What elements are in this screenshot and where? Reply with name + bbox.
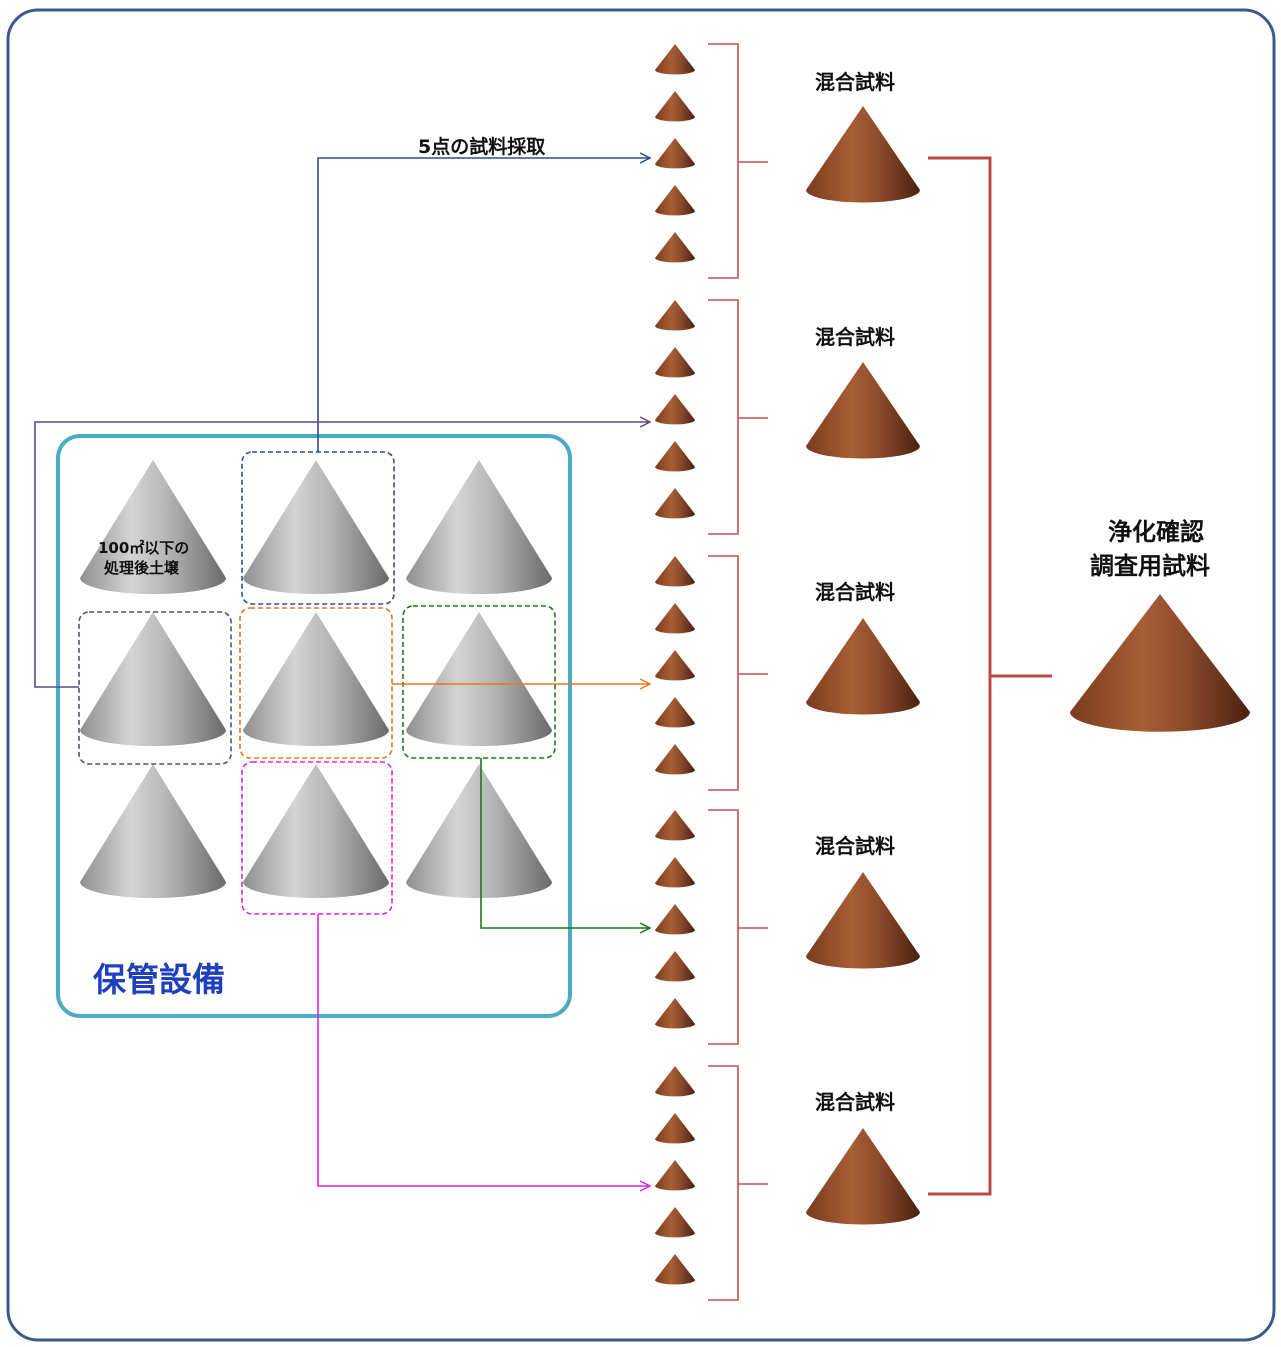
final-connector-line: [928, 156, 1052, 1196]
increment-sample-cone: [655, 904, 695, 935]
increment-samples: [655, 44, 695, 1285]
increment-sample-cone: [655, 1113, 695, 1144]
flow-arrow-green: [480, 758, 650, 928]
final-connector: [928, 156, 1052, 1196]
increment-sample-cone: [655, 857, 695, 888]
increment-sample-cone: [655, 650, 695, 681]
increment-sample-cone: [655, 91, 695, 122]
grouping-bracket: [708, 1065, 768, 1301]
increment-sample-cone: [655, 232, 695, 263]
increment-sample-cone: [655, 1254, 695, 1285]
increment-sample-cone: [655, 810, 695, 841]
increment-sample-cone: [655, 488, 695, 519]
final-sample-cone: [1070, 594, 1250, 732]
mixed-sample-label: 混合試料: [815, 1090, 895, 1114]
flow-arrow-magenta: [317, 914, 650, 1186]
mixed-sample-cone: [806, 106, 920, 203]
increment-sample-cone: [655, 347, 695, 378]
mixed-sample-cone: [806, 618, 920, 715]
sampling-flow-arrows: [34, 158, 650, 1186]
selected-pile-highlights: [78, 451, 556, 915]
final-sample-cone: [1070, 594, 1250, 732]
highlight-box-purple: [78, 611, 232, 765]
increment-sample-cone: [655, 1160, 695, 1191]
increment-sample-cone: [655, 951, 695, 982]
mixed-sample-cone: [806, 362, 920, 459]
storage-facility-label: 保管設備: [93, 960, 225, 999]
flow-arrow-blue: [317, 158, 650, 452]
soil-pile-cone: [406, 764, 552, 899]
increment-sample-cone: [655, 556, 695, 587]
soil-pile-label-line1: 100㎡以下の: [98, 539, 190, 557]
soil-pile-cone: [243, 764, 389, 899]
soil-pile-cone: [80, 612, 226, 747]
increment-sample-cone: [655, 744, 695, 775]
sampling-note-label: 5点の試料採取: [418, 136, 546, 158]
soil-piles: [80, 460, 552, 899]
increment-sample-cone: [655, 185, 695, 216]
highlight-box-green: [402, 605, 556, 759]
grouping-brackets: [708, 43, 768, 1301]
increment-sample-cone: [655, 441, 695, 472]
mixed-sample-label: 混合試料: [815, 70, 895, 94]
soil-pile-cone: [243, 612, 389, 747]
mixed-sample-cone: [806, 872, 920, 969]
final-sample-label-line1: 浄化確認: [1108, 518, 1204, 546]
grouping-bracket: [708, 555, 768, 791]
increment-sample-cone: [655, 138, 695, 169]
increment-sample-cone: [655, 1207, 695, 1238]
soil-pile-label-line2: 処理後土壌: [104, 559, 180, 577]
mixed-sample-cone: [806, 1128, 920, 1225]
highlight-box-orange: [239, 607, 393, 759]
highlight-box-magenta: [241, 761, 393, 915]
soil-pile-cone: [406, 460, 552, 595]
increment-sample-cone: [655, 603, 695, 634]
soil-pile-cone: [243, 460, 389, 595]
flow-arrow-purple: [34, 422, 650, 688]
final-sample-label-line2: 調査用試料: [1090, 552, 1210, 580]
soil-pile-cone: [406, 612, 552, 747]
increment-sample-cone: [655, 300, 695, 331]
increment-sample-cone: [655, 394, 695, 425]
grouping-bracket: [708, 299, 768, 535]
increment-sample-cone: [655, 44, 695, 75]
grouping-bracket: [708, 43, 768, 279]
outer-frame: [6, 8, 1276, 1342]
soil-pile-cone: [80, 764, 226, 899]
increment-sample-cone: [655, 998, 695, 1029]
increment-sample-cone: [655, 1066, 695, 1097]
increment-sample-cone: [655, 697, 695, 728]
soil-pile-cone: [80, 460, 226, 595]
mixed-sample-cones: [806, 106, 920, 1225]
mixed-sample-label: 混合試料: [815, 834, 895, 858]
storage-facility-box: [56, 434, 572, 1018]
grouping-bracket: [708, 809, 768, 1045]
mixed-sample-label: 混合試料: [815, 580, 895, 604]
mixed-sample-label: 混合試料: [815, 325, 895, 349]
